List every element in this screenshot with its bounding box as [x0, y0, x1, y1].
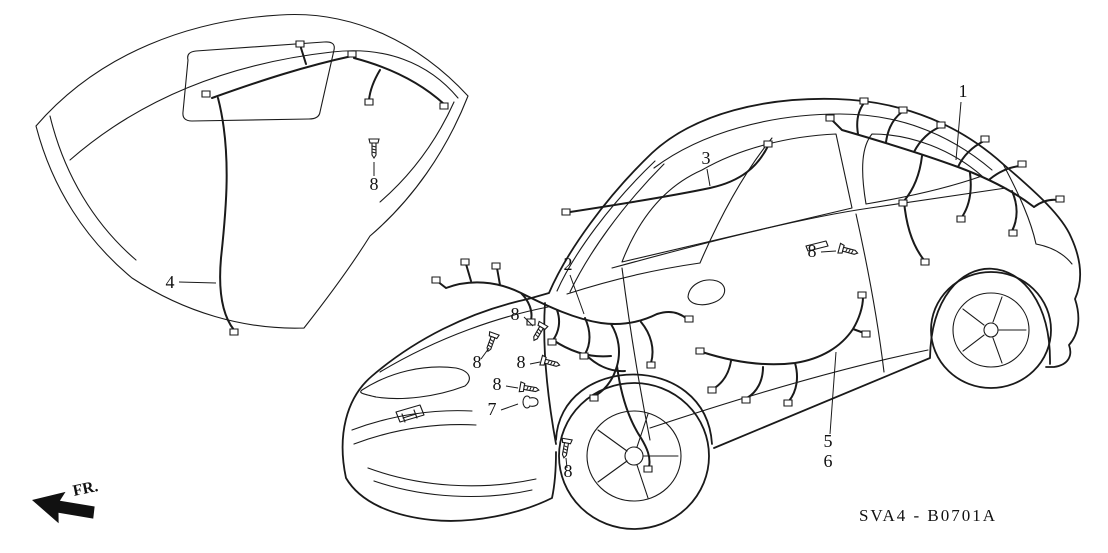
callout-label-3: 3 — [702, 148, 711, 168]
car-body — [341, 97, 1082, 530]
callout-label-8-roof: 8 — [370, 174, 379, 194]
sunroof-opening — [182, 41, 335, 122]
callout-label-7: 7 — [488, 399, 497, 419]
leader-lines — [178, 101, 962, 469]
bolt-icon — [539, 354, 562, 371]
grommet-icon — [522, 395, 539, 409]
bolt-icon — [368, 138, 380, 159]
door-wire — [701, 296, 865, 402]
front-wheel-rim — [586, 410, 682, 502]
front-wheel-tire — [558, 382, 710, 530]
callout-label-8-dash-lower: 8 — [493, 374, 502, 394]
car-body-outline — [341, 97, 1082, 522]
callout-label-8-floor: 8 — [564, 461, 573, 481]
front-wheel-hub — [624, 446, 644, 466]
roof-wire — [569, 145, 769, 213]
callout-label-8-dash-left: 8 — [473, 352, 482, 372]
roof-harness-wire — [211, 47, 445, 331]
callout-label-1: 1 — [959, 81, 968, 101]
roof-panel-outline — [35, 13, 469, 329]
rear-wheel-hub — [983, 322, 999, 338]
diagram-code: SVA4 - B0701A — [859, 506, 997, 525]
bolt-icon — [518, 381, 541, 396]
callout-label-4: 4 — [166, 272, 175, 292]
fr-label: FR. — [71, 478, 99, 500]
rear-harness-wire — [831, 102, 1059, 261]
side-mirror — [687, 279, 726, 306]
roof-assembly — [35, 13, 469, 331]
bolt-icon — [482, 331, 500, 354]
callout-label-5: 5 — [824, 431, 833, 451]
callout-label-2: 2 — [564, 254, 573, 274]
fr-indicator: FR. — [32, 478, 100, 524]
callout-label-8-dash-mid: 8 — [517, 352, 526, 372]
car-body-details — [351, 113, 1073, 498]
connector-icons — [201, 40, 1065, 473]
callout-label-6: 6 — [824, 451, 833, 471]
callout-label-8-quarter: 8 — [808, 241, 817, 261]
honda-emblem — [395, 404, 425, 423]
quarter-window — [862, 133, 983, 205]
rear-wheel-rim — [952, 292, 1030, 368]
wheel-spokes — [597, 296, 1027, 499]
callout-labels: 1 2 3 4 5 6 7 8 8 8 8 8 8 8 — [166, 81, 968, 481]
rear-wheel-tire — [930, 271, 1052, 389]
fr-arrow-icon — [32, 491, 95, 524]
bolt-icon — [837, 242, 860, 259]
callout-label-8-dash-upper: 8 — [511, 304, 520, 324]
